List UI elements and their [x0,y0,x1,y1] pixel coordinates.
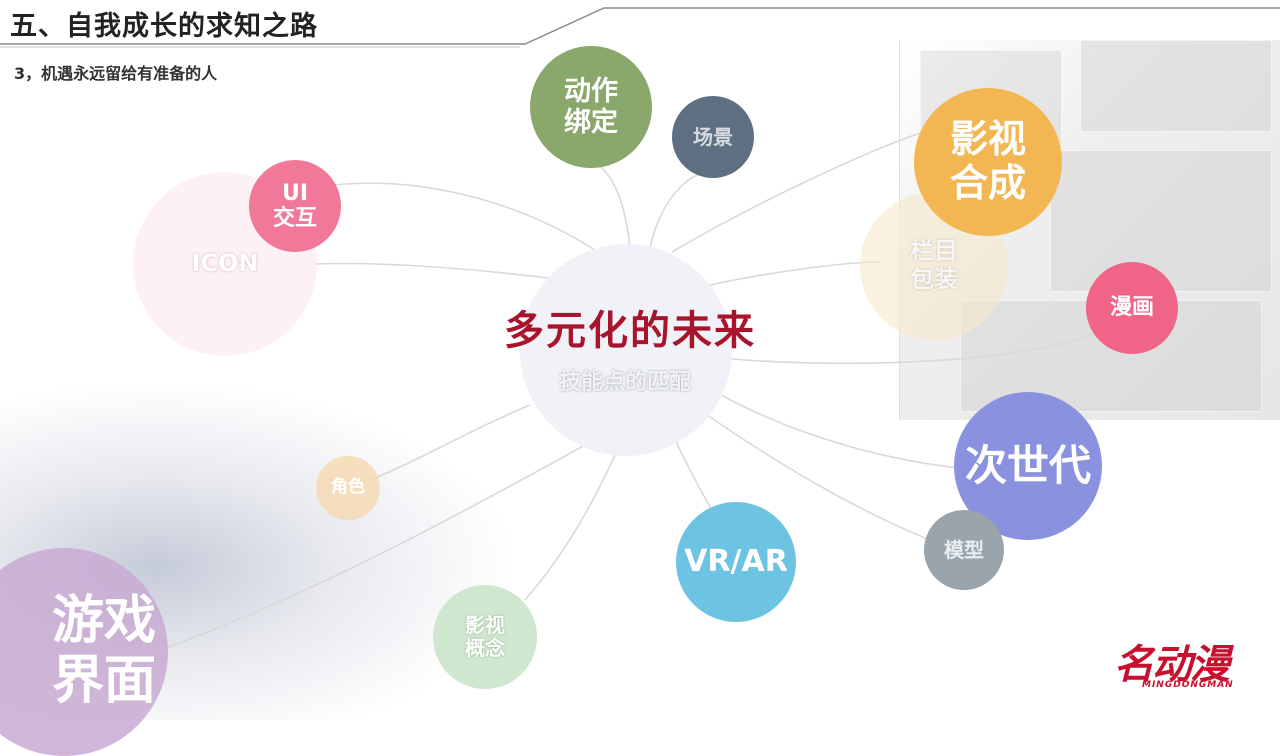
node-game-ui-line1: 游戏 [51,591,156,652]
node-animation-rigging: 动作 绑定 [530,46,652,168]
connector-scene [649,171,713,249]
center-subtitle: 技能点的匹配 [558,370,691,395]
node-program-packaging-line1: 栏目 [910,237,958,266]
node-comics-label: 漫画 [1109,295,1154,321]
node-model: 模型 [924,510,1004,590]
node-comics: 漫画 [1086,262,1178,354]
node-film-concept: 影视 概念 [433,585,537,689]
node-ui-interaction-line1: UI [281,180,309,206]
node-vr-ar: VR/AR [676,502,796,622]
node-scene: 场景 [672,96,754,178]
node-ui-interaction: UI 交互 [249,160,341,252]
node-character-label: 角色 [331,477,365,498]
brand-logo: 名动漫 MINGDONGMAN [1104,632,1264,698]
node-film-compositing-line1: 影视 [949,117,1026,162]
node-animation-rigging-line1: 动作 [564,75,618,107]
title-underline [0,7,1280,45]
node-ui-interaction-line2: 交互 [272,206,317,231]
node-vr-ar-label: VR/AR [684,543,788,579]
connector-model [699,409,931,541]
connector-program-packaging [709,261,881,286]
connector-film-concept [524,454,616,601]
node-scene-label: 场景 [693,124,733,149]
connector-icon [314,262,549,279]
page-title: 五、自我成长的求知之路 [10,11,318,42]
connector-next-gen [711,389,961,469]
brand-logo-mark: 名动漫 [1114,641,1230,688]
node-animation-rigging-line2: 绑定 [564,107,618,138]
connector-ui-interaction [334,182,596,251]
connector-vr-ar [674,439,713,511]
connector-game-ui [159,444,586,651]
mind-map-connectors [0,7,1280,651]
connector-comics [719,329,1101,365]
node-game-ui-line2: 界面 [51,651,156,711]
node-icon-label: ICON [191,249,259,278]
brand-logo-subtext: MINGDONGMAN [1142,680,1234,690]
node-next-gen-label: 次世代 [964,440,1091,490]
connector-character [369,404,531,481]
node-film-concept-line2: 概念 [465,636,505,660]
center-hub [520,244,732,456]
node-film-concept-line1: 影视 [465,613,505,637]
connector-animation-rigging [591,161,631,249]
center-title: 多元化的未来 [504,308,756,354]
node-character: 角色 [316,456,380,520]
connector-film-compositing [671,129,931,253]
node-model-label: 模型 [944,537,984,562]
node-film-compositing: 影视 合成 [914,88,1062,236]
page-subtitle: 3，机遇永远留给有准备的人 [14,64,218,83]
node-program-packaging-line2: 包装 [910,265,958,293]
node-film-compositing-line2: 合成 [949,161,1026,205]
